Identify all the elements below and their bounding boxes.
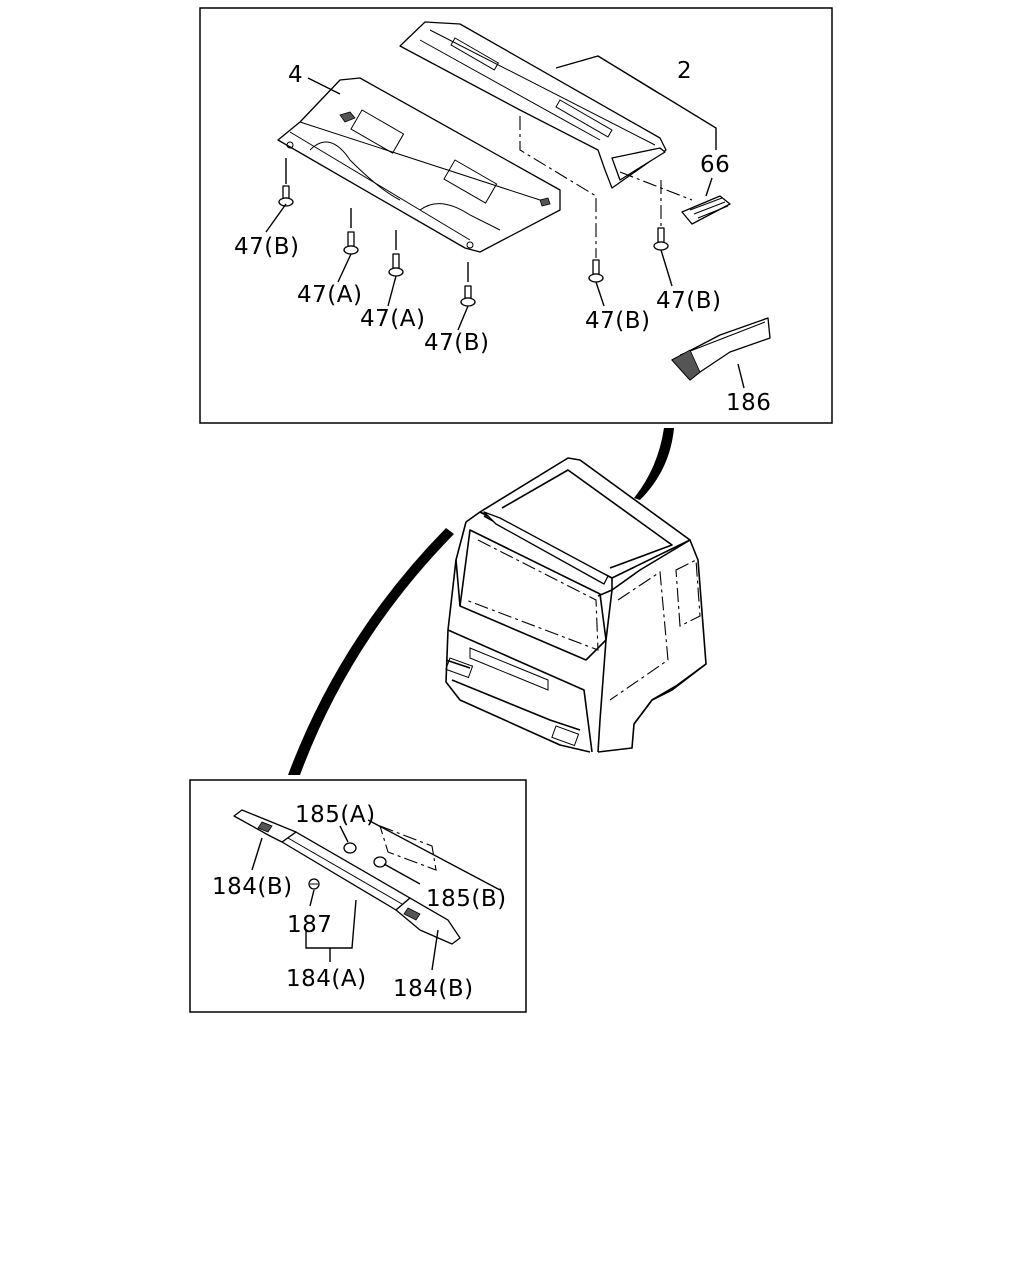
label-185a: 185(A) — [295, 802, 376, 828]
leader-184b-2 — [431, 929, 439, 971]
leader-184b-1 — [251, 837, 263, 871]
leader-47b-4 — [660, 249, 673, 287]
headliner-tray-part-4 — [277, 77, 561, 253]
mounting-plate-outline — [379, 825, 437, 871]
label-4: 4 — [288, 62, 303, 88]
label-187: 187 — [287, 912, 332, 938]
leader-47b-2 — [457, 305, 469, 331]
label-47b-4: 47(B) — [656, 288, 722, 314]
label-47a-2: 47(A) — [360, 306, 425, 332]
screw-47a-2 — [388, 230, 404, 277]
assembly-path-b — [619, 171, 693, 201]
label-47b-1: 47(B) — [234, 234, 300, 260]
top-detail-frame — [199, 7, 833, 424]
leader-187 — [309, 889, 315, 907]
screw-47b-left — [278, 158, 294, 207]
label-184b-1: 184(B) — [212, 874, 293, 900]
leader-4 — [307, 77, 341, 95]
clip-185b — [373, 856, 387, 868]
label-184b-2: 184(B) — [393, 976, 474, 1002]
label-2: 2 — [677, 58, 692, 84]
screw-187 — [308, 878, 320, 890]
callout-band-top — [634, 428, 674, 500]
leader-184a — [305, 899, 357, 962]
visor-end-cap-right-184b — [395, 897, 461, 945]
label-47b-2: 47(B) — [424, 330, 490, 356]
label-47a-1: 47(A) — [297, 282, 362, 308]
label-186: 186 — [726, 390, 771, 416]
assembly-path-a — [519, 116, 597, 258]
screw-47a-1 — [343, 208, 359, 255]
leader-186 — [737, 363, 745, 389]
screw-47b-right-2 — [653, 227, 669, 251]
grille-piece-part-66 — [681, 195, 731, 225]
label-184a: 184(A) — [286, 966, 367, 992]
label-47b-3: 47(B) — [585, 308, 651, 334]
leader-47a-2 — [387, 275, 397, 307]
screw-47b-right-1 — [588, 259, 604, 283]
label-185b: 185(B) — [426, 886, 507, 912]
visor-end-cap-left-184b — [233, 809, 297, 843]
leader-47a-1 — [337, 253, 352, 283]
truck-cab — [445, 457, 707, 753]
leader-185b — [367, 819, 501, 891]
leader-185a — [339, 825, 349, 843]
leader-47b-1 — [265, 203, 287, 233]
clip-185a — [343, 842, 357, 854]
leader-47b-3 — [595, 281, 605, 307]
headliner-panel-part-2 — [399, 21, 667, 189]
leader-66 — [705, 177, 713, 197]
screw-47b-center — [460, 262, 476, 307]
label-66: 66 — [700, 152, 730, 178]
callout-band-bottom — [288, 528, 454, 775]
leader-2 — [555, 55, 717, 150]
bottom-detail-frame — [189, 779, 527, 1013]
trim-piece-part-186 — [671, 317, 771, 381]
